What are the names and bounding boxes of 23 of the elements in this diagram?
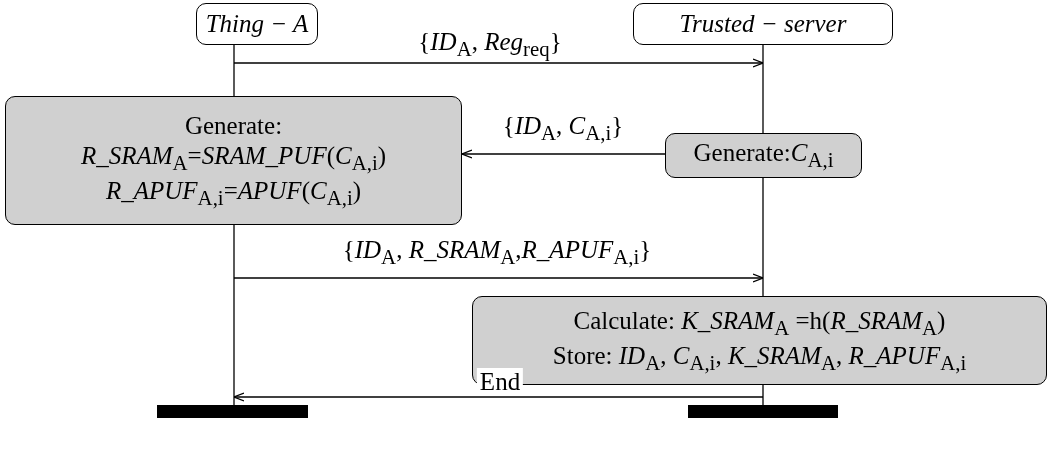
process-text: R_SRAM$_{A}$=SRAM_PUF(C$_{A,i}$): [80, 140, 387, 176]
message-arrow: [461, 149, 666, 159]
process-text: Generate:: [184, 110, 283, 141]
message-arrow: [233, 273, 764, 283]
lifeline-end-bar: [157, 405, 308, 418]
process-box: [665, 133, 862, 178]
lifeline: [762, 177, 764, 297]
lifeline: [762, 384, 764, 406]
process-text: Generate:C$_{A,i}$: [693, 138, 834, 173]
participant-box: [633, 3, 893, 45]
message-arrow: [233, 392, 764, 402]
participant-name: Thing − A: [205, 9, 309, 39]
message-arrow: [233, 58, 764, 68]
participant-box: [196, 3, 318, 45]
process-text: Store: ID$_{A}$, C$_{A,i}$, K_SRAM$_{A}$, R_APUF$_{A,i}$: [552, 340, 967, 376]
lifeline: [233, 44, 235, 97]
lifeline: [762, 44, 764, 134]
process-text: Calculate: K_SRAM$_{A}$ =h(R_SRAM$_{A}$): [573, 305, 946, 341]
participant-name: Trusted − server: [679, 9, 847, 39]
process-box: [5, 96, 462, 225]
lifeline-end-bar: [688, 405, 838, 418]
process-text: R_APUF$_{A,i}$=APUF(C$_{A,i}$): [105, 175, 362, 211]
lifeline: [233, 224, 235, 406]
